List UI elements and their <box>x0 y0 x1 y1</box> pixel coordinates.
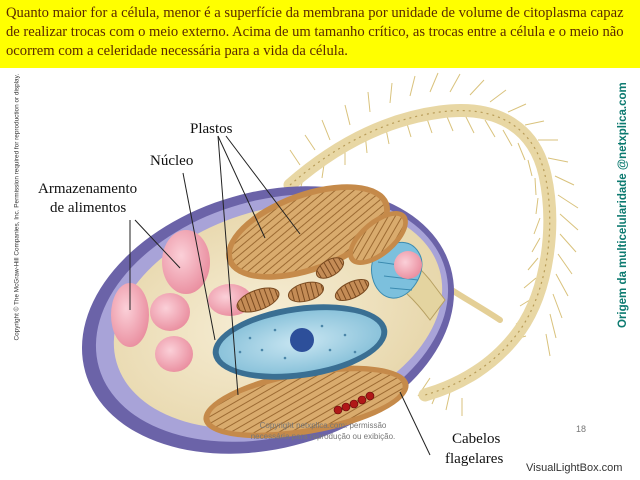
label-flagelares: flagelares <box>445 451 504 467</box>
plastid-lower <box>203 365 409 439</box>
storage-granule-3 <box>150 293 190 331</box>
storage-granule-6 <box>394 251 422 279</box>
plastid-small <box>348 211 408 265</box>
footer-note-line-2: necessária para reprodução ou exibição. <box>250 432 396 441</box>
banner-text: Quanto maior for a célula, menor é a sup… <box>6 5 624 59</box>
footer-copyright: Copyright netxplica.com: permissão neces… <box>228 420 418 442</box>
label-armazenamento: Armazenamento <box>38 181 138 197</box>
watermark: VisualLightBox.com <box>526 462 623 474</box>
storage-granule-2 <box>111 283 149 347</box>
copyright-vertical: Copyright © The McGraw-Hill Companies, I… <box>13 73 21 341</box>
nucleolus <box>290 328 314 352</box>
explanation-banner: Quanto maior for a célula, menor é a sup… <box>0 0 640 68</box>
footer-note-line-1: Copyright netxplica.com: permissão <box>259 421 387 430</box>
mitochondria <box>236 257 370 313</box>
label-nucleo: Núcleo <box>150 153 194 169</box>
label-de-alimentos: de alimentos <box>50 200 127 216</box>
nucleus <box>212 304 388 380</box>
eyespot <box>333 391 375 415</box>
storage-granule-1 <box>162 230 210 294</box>
page-number: 18 <box>576 424 587 434</box>
label-leader-lines <box>129 135 431 456</box>
label-plastos: Plastos <box>190 121 233 137</box>
storage-granule-5 <box>155 336 193 372</box>
credit-vertical: Origem da multicelularidade @netxplica.c… <box>617 82 629 328</box>
label-cabelos: Cabelos <box>452 431 501 447</box>
